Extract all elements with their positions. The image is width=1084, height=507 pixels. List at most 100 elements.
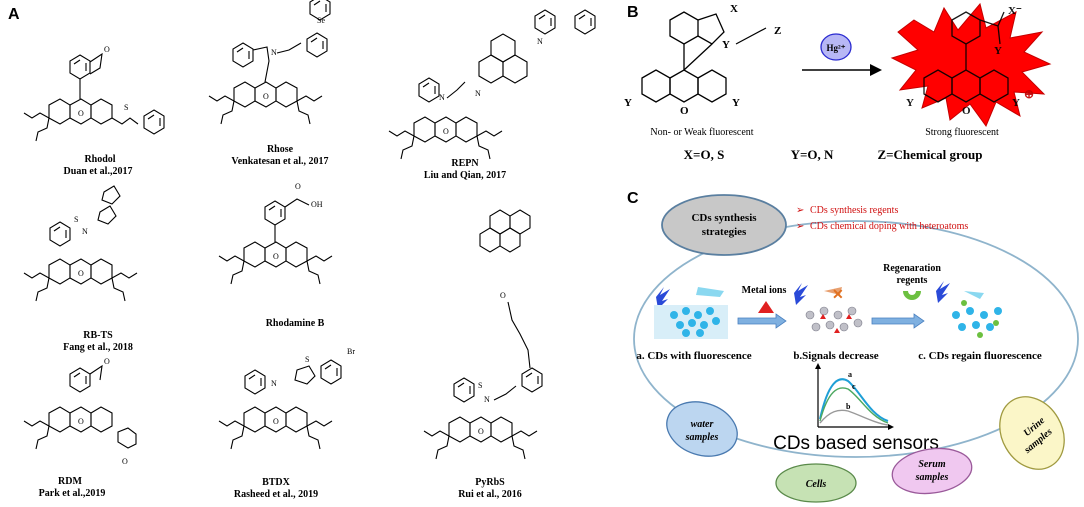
compound-ref: Rui et al., 2016 (458, 489, 522, 500)
rb-ts-structure: N S O (23, 185, 138, 302)
legend-x: X=O, S (684, 147, 725, 162)
atom-y: Y (1012, 97, 1020, 109)
sensors-title: CDs based sensors (773, 433, 939, 454)
panel-label-a: A (8, 6, 20, 23)
atom-s: S (305, 355, 309, 364)
atom-s: S (74, 215, 78, 224)
fluorescence-spectra-plot: a c b (815, 363, 894, 430)
atom-n: N (537, 37, 543, 46)
atom-x: X (730, 3, 738, 15)
bullet-arrow-icon: ➢ (796, 221, 804, 232)
atom-o: O (78, 417, 84, 426)
serum-samples-label-1: Serum (918, 459, 945, 470)
atom-s: S (478, 381, 482, 390)
bullet-chemical-doping: CDs chemical doping with heteroatoms (810, 221, 968, 232)
atom-o: O (273, 417, 279, 426)
btdx-structure: N S Br O (218, 347, 355, 450)
compound-name: REPN (451, 158, 479, 169)
bullet-arrow-icon: ➢ (796, 205, 804, 216)
rdm-structure: O O O (23, 357, 137, 466)
left-caption: Non- or Weak fluorescent (650, 127, 753, 138)
atom-o: O (273, 252, 279, 261)
curve-label-b: b (846, 402, 851, 411)
metal-ions-label: Metal ions (742, 285, 787, 296)
regeneration-agent-icon (903, 291, 921, 300)
atom-o: O (962, 105, 971, 117)
compound-name: RDM (58, 476, 82, 487)
serum-samples-label-2: samples (915, 472, 949, 483)
atom-n: N (82, 227, 88, 236)
atom-o: O (443, 127, 449, 136)
compound-name: RB-TS (83, 330, 113, 341)
compound-name: BTDX (262, 477, 290, 488)
step-arrow-1 (737, 313, 787, 329)
step-a-label: a. CDs with fluorescence (636, 350, 751, 362)
panel-c-cds-sensors: CDs synthesis strategies ➢ CDs synthesis… (633, 194, 1079, 503)
synthesis-title-line1: CDs synthesis (691, 212, 757, 224)
step-b-label: b.Signals decrease (793, 350, 878, 362)
curve-a (819, 378, 889, 422)
rhose-structure: N Se O (208, 0, 331, 125)
bullet-synthesis-regents: CDs synthesis regents (810, 205, 898, 216)
legend-y: Y=O, N (791, 147, 834, 162)
compound-ref: Venkatesan et al., 2017 (231, 156, 329, 167)
step-c-illustration (936, 281, 1002, 338)
atom-x-minus: X⁻ (1008, 5, 1022, 17)
synthesis-strategies-bubble (661, 194, 787, 256)
atom-o: O (78, 109, 84, 118)
fluorescence-burst (890, 2, 1052, 128)
regeneration-label-line2: regents (897, 275, 928, 286)
compound-ref: Liu and Qian, 2017 (423, 170, 507, 181)
step-arrow-2 (871, 313, 925, 329)
panel-label-c: C (627, 190, 639, 207)
atom-y: Y (624, 97, 632, 109)
spiro-structure-closed: X Y Z O Y Y (624, 3, 781, 117)
right-caption: Strong fluorescent (925, 127, 999, 138)
compound-name: Rhose (266, 144, 294, 155)
atom-n: N (271, 48, 277, 57)
hg-ion-badge (820, 33, 852, 61)
atom-o: O (680, 105, 689, 117)
water-samples-bubble (666, 401, 738, 457)
cells-bubble (775, 463, 857, 503)
curve-b (819, 409, 889, 426)
spiro-structure-open: X⁻ Y O Y Y ⊕ (906, 5, 1034, 117)
atom-z: Z (774, 25, 781, 37)
step-b-illustration: ✕ (794, 283, 863, 333)
atom-o: O (295, 182, 301, 191)
step-a-illustration (654, 287, 728, 339)
legend-z: Z=Chemical group (877, 147, 982, 162)
compound-name: PyRbS (475, 477, 505, 488)
atom-n: N (439, 93, 445, 102)
atom-o: O (500, 291, 506, 300)
compound-ref: Park et al.,2019 (38, 488, 106, 499)
regeneration-label-line1: Regenaration (883, 263, 941, 274)
compound-ref: Fang et al., 2018 (63, 342, 133, 353)
curve-label-a: a (848, 370, 852, 379)
atom-y: Y (994, 45, 1002, 57)
repn-structure: N N N O (388, 9, 596, 160)
atom-o: O (263, 92, 269, 101)
atom-o: O (478, 427, 484, 436)
blocked-x-icon: ✕ (832, 288, 844, 303)
step-c-label: c. CDs regain fluorescence (918, 350, 1042, 362)
panel-b-mechanism: X Y Z O Y Y Hg²⁺ X⁻ Y O Y Y ⊕ Non- or We… (624, 2, 1052, 162)
atom-n: N (484, 395, 490, 404)
atom-br: Br (347, 347, 355, 356)
atom-o: O (104, 357, 110, 366)
panel-a-structures: O O S N Se O N N N O (23, 0, 596, 466)
reagent-label: Hg²⁺ (827, 43, 846, 53)
atom-se: Se (317, 16, 325, 25)
compound-name: Rhodol (84, 154, 116, 165)
atom-y: Y (732, 97, 740, 109)
atom-y: Y (906, 97, 914, 109)
sensors-ellipse (633, 220, 1079, 458)
atom-o: O (104, 45, 110, 54)
curve-label-c: c (852, 382, 856, 391)
synthesis-title-line2: strategies (702, 226, 747, 238)
arrow-head (870, 64, 882, 76)
atom-oh: OH (311, 200, 323, 209)
cells-label: Cells (806, 479, 827, 490)
compound-ref: Rasheed et al., 2019 (233, 489, 319, 500)
positive-charge: ⊕ (1024, 87, 1034, 101)
